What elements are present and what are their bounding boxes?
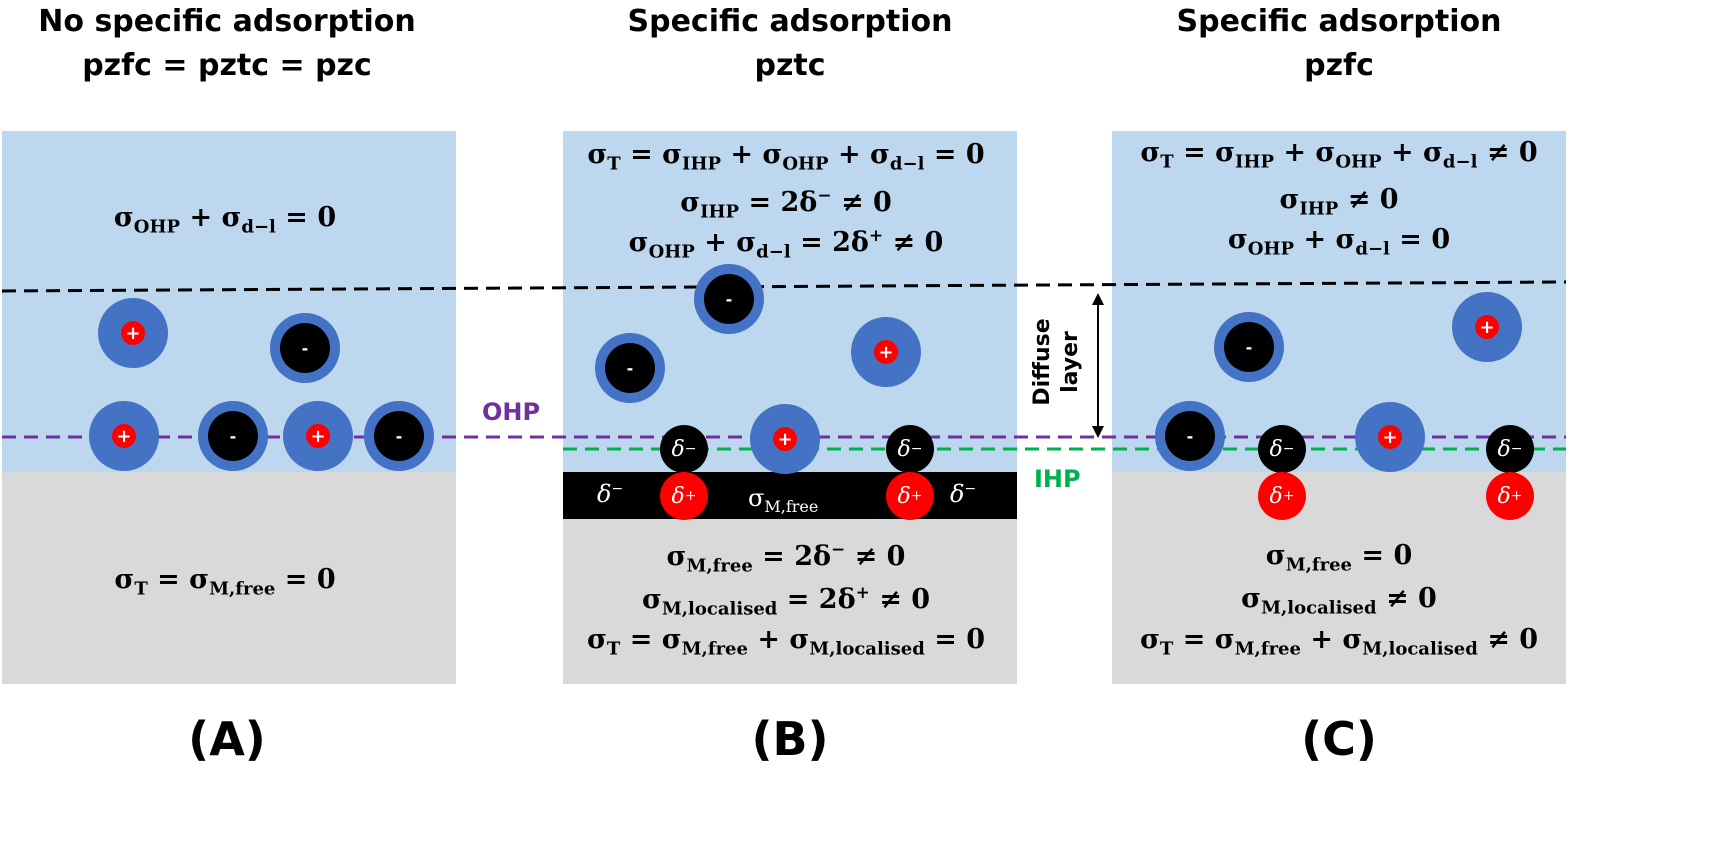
eq-c-solution-1: σT = σIHP + σOHP + σd−l ≠ 0: [1140, 137, 1538, 173]
anion-core: -: [1224, 322, 1274, 372]
plus-sign: +: [310, 425, 326, 447]
diffuse-label-line2: layer: [1058, 331, 1083, 393]
plus-sign: +: [125, 322, 141, 344]
eq-b-solution-1: σT = σIHP + σOHP + σd−l = 0: [587, 139, 985, 175]
surface-delta-neg-right: δ−: [950, 480, 977, 508]
panel-a-metal: [2, 472, 456, 684]
anion-core: -: [605, 343, 655, 393]
eq-b-solution-3: σOHP + σd−l = 2δ+ ≠ 0: [628, 226, 944, 263]
minus-sign: -: [229, 426, 237, 446]
eq-b-metal-1: σM,free = 2δ− ≠ 0: [666, 540, 906, 577]
eq-c-metal-3: σT = σM,free + σM,localised ≠ 0: [1139, 624, 1539, 660]
anion-core: -: [1165, 411, 1215, 461]
cation-core: +: [874, 340, 898, 364]
anion-core: -: [704, 274, 754, 324]
ihp-label: IHP: [1034, 465, 1081, 493]
title-c-line2: pzfc: [1304, 48, 1374, 83]
title-a-line2: pzfc = pztc = pzc: [82, 48, 372, 83]
plus-sign: +: [878, 341, 894, 363]
eq-c-metal-2: σM,localised ≠ 0: [1241, 583, 1437, 619]
eq-b-metal-3: σT = σM,free + σM,localised = 0: [586, 624, 986, 660]
eq-c-metal-1: σM,free = 0: [1265, 540, 1413, 576]
cation-c-1: +: [1452, 292, 1522, 362]
title-b-line1: Specific adsorption: [627, 4, 953, 39]
partial-neg-c-2: δ−: [1486, 425, 1534, 473]
surface-sigma-m-free: σM,free: [748, 484, 819, 516]
anion-core: -: [280, 323, 330, 373]
diffuse-label-line1: Diffuse: [1030, 318, 1055, 406]
title-c-line1: Specific adsorption: [1176, 4, 1502, 39]
anion-b-1: -: [694, 264, 764, 334]
minus-sign: -: [301, 338, 309, 358]
cation-core: +: [112, 424, 136, 448]
cation-a-2: +: [89, 401, 159, 471]
anion-core: -: [208, 411, 258, 461]
eq-c-solution-2: σIHP ≠ 0: [1279, 184, 1399, 220]
diffuse-arrow-head-bottom: [1092, 426, 1104, 438]
anion-b-2: -: [595, 333, 665, 403]
cation-core: +: [1378, 425, 1402, 449]
cation-b-2: +: [750, 404, 820, 474]
plus-sign: +: [1479, 316, 1495, 338]
partial-neg-c-1: δ−: [1258, 425, 1306, 473]
anion-core: -: [374, 411, 424, 461]
partial-neg-b-2: δ−: [886, 425, 934, 473]
cation-c-2: +: [1355, 402, 1425, 472]
panel-label-b: (B): [751, 712, 829, 766]
cation-a-1: +: [98, 298, 168, 368]
minus-sign: -: [626, 358, 634, 378]
minus-sign: -: [1186, 426, 1194, 446]
anion-a-3: -: [364, 401, 434, 471]
cation-core: +: [1475, 315, 1499, 339]
eq-b-metal-2: σM,localised = 2δ+ ≠ 0: [641, 583, 931, 620]
eq-b-solution-2: σIHP = 2δ− ≠ 0: [680, 186, 892, 223]
panel-b-metal: [563, 519, 1017, 684]
partial-pos-c-1: δ+: [1258, 472, 1306, 520]
cation-b-1: +: [851, 317, 921, 387]
partial-neg-b-1: δ−: [660, 425, 708, 473]
panel-label-a: (A): [188, 712, 266, 766]
diffuse-boundary-line: [1, 280, 1567, 293]
cation-core: +: [773, 427, 797, 451]
anion-c-1: -: [1214, 312, 1284, 382]
title-b-line2: pztc: [754, 48, 826, 83]
panel-b-metal-surface: [563, 472, 1017, 519]
minus-sign: -: [1245, 337, 1253, 357]
eq-a-solution: σOHP + σd−l = 0: [113, 202, 337, 238]
eq-c-solution-3: σOHP + σd−l = 0: [1227, 224, 1451, 260]
anion-a-2: -: [198, 401, 268, 471]
partial-pos-b-2: δ+: [886, 472, 934, 520]
plus-sign: +: [777, 428, 793, 450]
anion-a-1: -: [270, 313, 340, 383]
plus-sign: +: [1382, 426, 1398, 448]
cation-core: +: [121, 321, 145, 345]
partial-pos-c-2: δ+: [1486, 472, 1534, 520]
title-a: No specific adsorption pzfc = pztc = pzc: [0, 0, 454, 88]
minus-sign: -: [725, 289, 733, 309]
plus-sign: +: [116, 425, 132, 447]
title-c: Specific adsorption pzfc: [1112, 0, 1566, 88]
anion-c-2: -: [1155, 401, 1225, 471]
surface-delta-neg-left: δ−: [597, 480, 624, 508]
panel-label-c: (C): [1301, 712, 1377, 766]
eq-a-metal: σT = σM,free = 0: [114, 564, 336, 600]
title-b: Specific adsorption pztc: [563, 0, 1017, 88]
minus-sign: -: [395, 426, 403, 446]
cation-core: +: [306, 424, 330, 448]
partial-pos-b-1: δ+: [660, 472, 708, 520]
title-a-line1: No specific adsorption: [38, 4, 416, 39]
cation-a-3: +: [283, 401, 353, 471]
ohp-label: OHP: [482, 398, 541, 426]
diffuse-arrow-head-top: [1092, 293, 1104, 305]
